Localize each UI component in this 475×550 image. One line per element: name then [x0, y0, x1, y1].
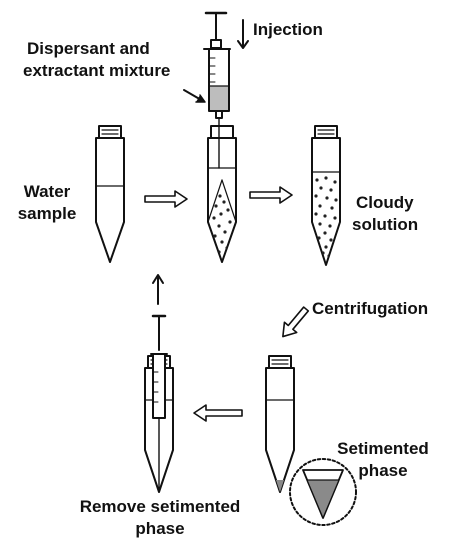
tube-tip-sediment	[276, 480, 284, 492]
label-dispersant-line2: extractant mixture	[23, 61, 171, 80]
label-sedimented-line2: phase	[358, 461, 408, 480]
label-cloudy-line2: solution	[352, 215, 419, 234]
label-water-line2: sample	[17, 204, 77, 223]
removal-direction-arrow	[152, 274, 164, 305]
syringe-injection	[203, 11, 231, 169]
label-water-line1: Water	[23, 182, 71, 201]
label-remove-line1: Remove setimented	[79, 497, 241, 516]
label-sedimented-line1: Setimented	[337, 439, 429, 458]
label-remove-line2: phase	[135, 519, 185, 538]
sediment-zoom-callout	[289, 458, 357, 526]
process-arrow-2	[249, 186, 293, 204]
tube-water-sample	[95, 125, 125, 263]
centrifugation-arrow	[282, 306, 310, 338]
mixture-pointer-arrow	[183, 89, 206, 103]
label-injection: Injection	[253, 20, 323, 39]
label-cloudy-line1: Cloudy	[356, 193, 414, 212]
tube-centrifuged	[265, 355, 295, 493]
process-arrow-1	[144, 190, 188, 208]
label-centrifugation: Centrifugation	[312, 299, 429, 318]
process-arrow-back	[193, 404, 243, 422]
tube-injection	[207, 125, 237, 263]
tube-cloudy-solution	[311, 125, 341, 266]
syringe-removal	[150, 314, 168, 489]
label-dispersant-line1: Dispersant and	[27, 39, 150, 58]
injection-direction-arrow	[237, 19, 249, 49]
